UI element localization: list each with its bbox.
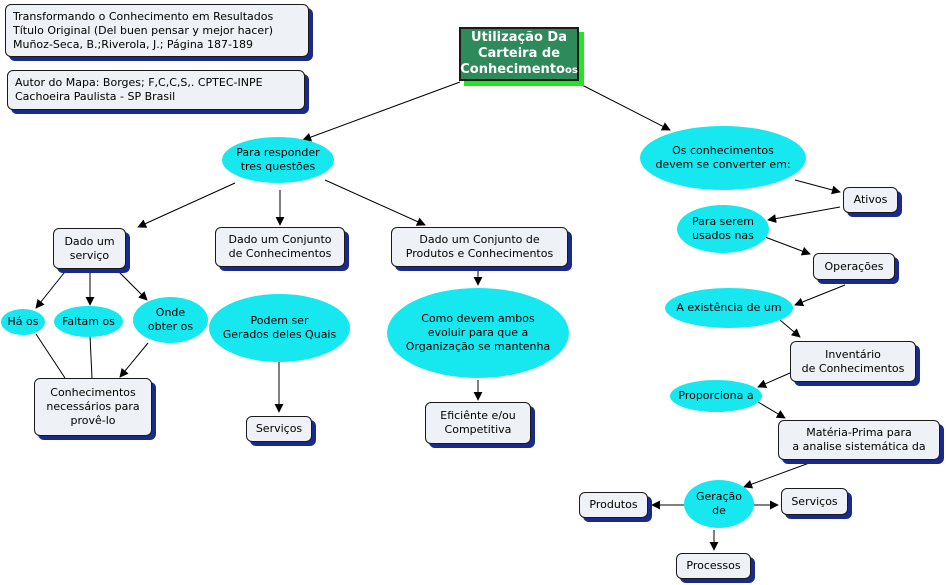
node-devem-converter-label: Os conhecimentos devem se converter em: (655, 144, 791, 171)
edge-inventario-proporciona (757, 372, 791, 388)
edge-servico-haos (35, 267, 69, 309)
edge-haos-conhec (35, 333, 66, 379)
node-como-devem: Como devem ambos evoluir para que a Orga… (387, 288, 569, 378)
node-dado-conjunto: Dado um Conjunto de Conhecimentos (215, 227, 345, 267)
node-onde-obter: Onde obter os (133, 297, 208, 343)
author-info-box: Autor do Mapa: Borges; F,C,C,S,. CPTEC-I… (7, 70, 305, 110)
edge-responder-servico (137, 182, 236, 228)
node-ativos-label: Ativos (853, 193, 888, 206)
node-operacoes-label: Operações (824, 259, 884, 273)
node-inventario-label: Inventário de Conhecimentos (801, 347, 905, 375)
node-geracao-label: Geração de (695, 490, 743, 517)
node-dado-produtos: Dado um Conjunto de Produtos e Conhecime… (391, 227, 568, 267)
node-para-responder-label: Para responder tres questões (236, 146, 320, 173)
node-ha-os: Há os (1, 309, 45, 335)
edge-responder-produtos (324, 179, 426, 226)
node-dado-produtos-label: Dado um Conjunto de Produtos e Conhecime… (405, 233, 554, 260)
node-proporciona-label: Proporciona a (678, 389, 754, 402)
source-info-box: Transformando o Conhecimento em Resultad… (5, 4, 309, 57)
node-eficiente: Eficiênte e/ou Competitiva (425, 402, 531, 444)
node-servicos-right-label: Serviços (791, 494, 838, 508)
edge-existencia-inventario (779, 319, 801, 338)
node-materia-prima-label: Matéria-Prima para a analise sistemática… (792, 426, 926, 453)
edge-onde-conhec (119, 342, 149, 378)
node-onde-obter-label: Onde obter os (147, 306, 194, 333)
node-podem-ser-gerados-label: Podem ser Gerados deles Quais (222, 314, 337, 341)
node-ha-os-label: Há os (7, 315, 39, 328)
node-para-serem-label: Para serem usados nas (692, 215, 754, 242)
node-processos: Processos (676, 553, 751, 579)
node-dado-servico-label: Dado um serviço (64, 234, 115, 262)
edge-faltam-conhec (89, 335, 93, 379)
node-para-serem: Para serem usados nas (677, 205, 769, 253)
node-como-devem-label: Como devem ambos evoluir para que a Orga… (405, 312, 551, 353)
node-devem-converter: Os conhecimentos devem se converter em: (640, 126, 806, 190)
node-dado-servico: Dado um serviço (53, 228, 126, 269)
node-produtos: Produtos (579, 492, 648, 518)
node-geracao: Geração de (684, 480, 754, 528)
node-conhecimentos-necessarios-label: Conhecimentos necessários para provê-lo (46, 386, 140, 427)
edge-title-responder (302, 81, 461, 142)
edge-devem-ativos (794, 179, 841, 195)
node-materia-prima: Matéria-Prima para a analise sistemática… (778, 420, 940, 460)
node-existencia-label: A existência de um (676, 301, 782, 314)
node-produtos-label: Produtos (589, 498, 638, 511)
edge-paraserem-operacoes (764, 236, 811, 256)
node-eficiente-label: Eficiênte e/ou Competitiva (440, 409, 516, 436)
node-servicos-left-label: Serviços (255, 422, 303, 435)
main-title-suffix: os (564, 64, 578, 76)
edge-operacoes-existencia (794, 284, 846, 307)
node-existencia: A existência de um (665, 288, 793, 328)
node-ativos: Ativos (843, 187, 898, 213)
edge-servico-onde (116, 269, 148, 301)
node-servicos-left: Serviços (246, 416, 312, 442)
main-title-node: Utilização Da Carteira de Conhecimentoos (459, 27, 579, 81)
main-title-text: Utilização Da Carteira de Conhecimento (460, 29, 567, 77)
node-conhecimentos-necessarios: Conhecimentos necessários para provê-lo (34, 378, 152, 436)
node-dado-conjunto-label: Dado um Conjunto de Conhecimentos (228, 233, 332, 260)
edge-title-devem (579, 83, 671, 131)
node-servicos-right: Serviços (781, 488, 848, 515)
node-faltam-os: Faltam os (54, 306, 123, 337)
edge-proporciona-materia (757, 401, 786, 419)
source-info-text: Transformando o Conhecimento em Resultad… (13, 9, 274, 51)
node-para-responder: Para responder tres questões (222, 137, 334, 183)
edge-materia-geracao (743, 461, 813, 489)
edge-ativos-paraserem (767, 206, 841, 223)
node-operacoes: Operações (813, 253, 895, 280)
node-inventario: Inventário de Conhecimentos (790, 341, 916, 382)
node-proporciona: Proporciona a (670, 380, 762, 412)
node-processos-label: Processos (686, 559, 741, 572)
author-info-text: Autor do Mapa: Borges; F,C,C,S,. CPTEC-I… (15, 76, 263, 103)
node-podem-ser-gerados: Podem ser Gerados deles Quais (209, 294, 350, 362)
node-faltam-os-label: Faltam os (62, 314, 115, 328)
